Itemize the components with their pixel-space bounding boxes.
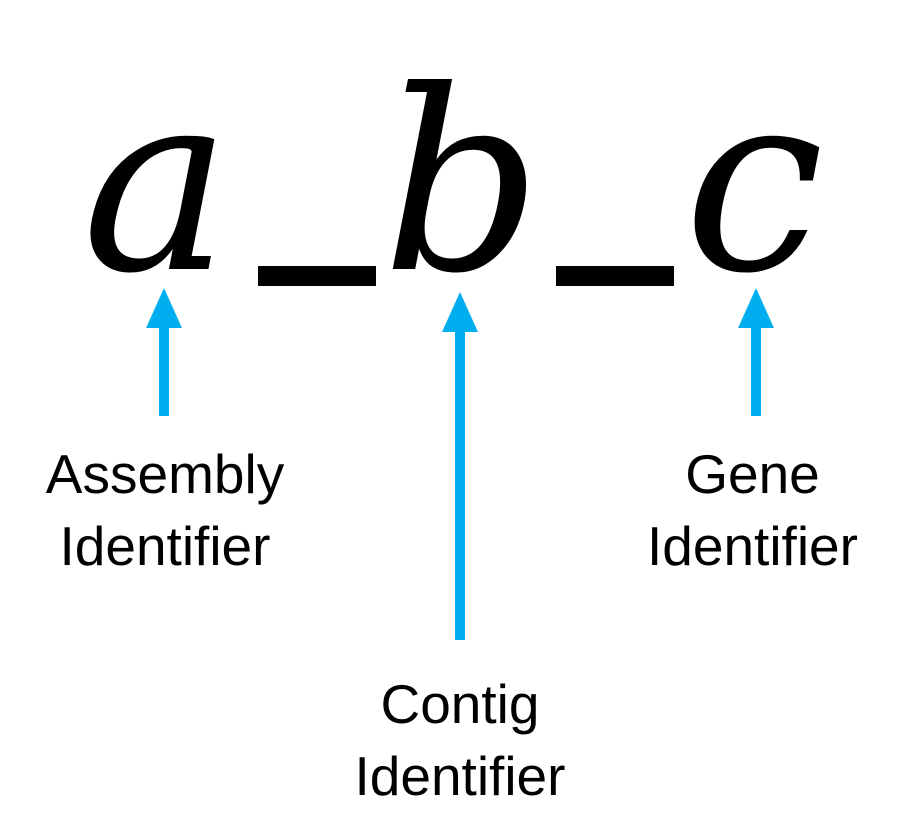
variable-c: c (684, 37, 825, 328)
assembly-arrow-head (146, 288, 182, 328)
assembly-identifier-label: Assembly Identifier (10, 438, 320, 582)
contig-arrow (442, 292, 478, 640)
gene-arrow-head (738, 288, 774, 328)
assembly-arrow-shaft (159, 324, 169, 416)
variable-a: a (82, 37, 232, 328)
underscore-1 (258, 266, 376, 286)
gene-label-line1: Gene (685, 443, 820, 505)
assembly-label-line1: Assembly (45, 443, 285, 505)
identifier-formula: a b c (0, 0, 897, 330)
contig-arrow-shaft (455, 328, 465, 640)
underscore-2 (556, 266, 674, 286)
contig-arrow-head (442, 292, 478, 332)
contig-identifier-label: Contig Identifier (310, 668, 610, 812)
variable-b: b (382, 37, 543, 328)
contig-label-line1: Contig (380, 673, 540, 735)
gene-label-line2: Identifier (647, 515, 858, 577)
assembly-label-line2: Identifier (59, 515, 271, 577)
gene-arrow (738, 288, 774, 416)
gene-arrow-shaft (751, 324, 761, 416)
assembly-arrow (146, 288, 182, 416)
gene-identifier-label: Gene Identifier (610, 438, 895, 582)
contig-label-line2: Identifier (354, 745, 566, 807)
